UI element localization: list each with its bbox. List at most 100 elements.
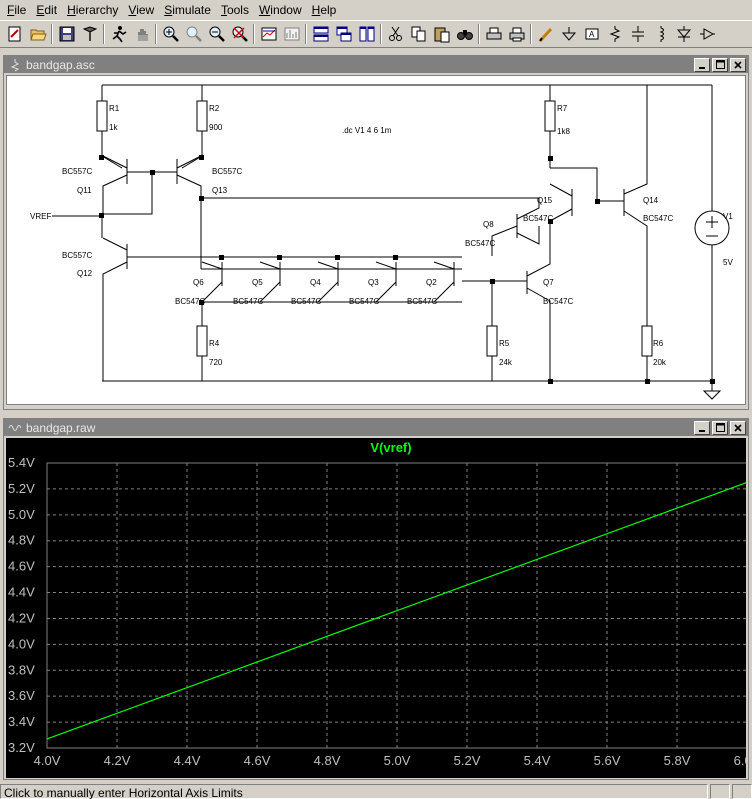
tile-horizontal-icon[interactable] [309, 23, 332, 45]
r5-name: R5 [499, 339, 510, 348]
waveform-plot[interactable]: V(vref) 4.0V 4.2V 4.4V 4.6V 4.8V 5.0V 5.2V 5.4V… [6, 438, 752, 778]
autorange-icon[interactable] [257, 23, 280, 45]
svg-text:A: A [589, 30, 595, 39]
toolbar-separator [253, 24, 255, 44]
menu-bar: File Edit Hierarchy View Simulate Tools … [0, 0, 752, 20]
x-tick-label[interactable]: 4.8V [314, 753, 341, 768]
new-schematic-icon[interactable] [3, 23, 26, 45]
schematic-window: bandgap.asc [3, 55, 749, 410]
trace-title[interactable]: V(vref) [370, 440, 411, 455]
print-setup-icon[interactable] [482, 23, 505, 45]
resistor-icon[interactable] [603, 23, 626, 45]
q6-name: Q6 [193, 278, 204, 287]
waveform-title-bar[interactable]: bandgap.raw [4, 419, 748, 436]
menu-view[interactable]: View [128, 3, 155, 17]
x-tick-label[interactable]: 5.8V [664, 753, 691, 768]
waveform-window: bandgap.raw V(vref) 4.0V 4.2V 4.4V 4.6V 4.8V… [3, 418, 752, 780]
maximize-button[interactable] [712, 420, 728, 435]
y-tick-label[interactable]: 4.0V [8, 636, 35, 651]
run-icon[interactable] [107, 23, 130, 45]
trace-vref[interactable] [46, 481, 748, 740]
r5-value: 24k [499, 358, 513, 367]
status-bar: Click to manually enter Horizontal Axis … [0, 783, 752, 799]
r1-value: 1k [109, 123, 118, 132]
maximize-button[interactable] [712, 57, 728, 72]
y-tick-label[interactable]: 4.4V [8, 585, 35, 600]
paste-icon[interactable] [430, 23, 453, 45]
schematic-title-bar[interactable]: bandgap.asc [4, 56, 748, 73]
minimize-button[interactable] [694, 420, 710, 435]
menu-hierarchy[interactable]: Hierarchy [67, 3, 119, 17]
control-panel-icon[interactable] [78, 23, 101, 45]
toolbar: A [0, 20, 752, 48]
cascade-icon[interactable] [332, 23, 355, 45]
save-icon[interactable] [55, 23, 78, 45]
menu-edit[interactable]: Edit [36, 3, 58, 17]
plot-pane[interactable]: V(vref) 4.0V 4.2V 4.4V 4.6V 4.8V 5.0V 5.2V 5.4V… [6, 438, 752, 778]
y-tick-label[interactable]: 3.2V [8, 740, 35, 755]
zoom-out-icon[interactable] [205, 23, 228, 45]
schematic-canvas[interactable]: R1 1k R2 900 .dc V1 4 6 1m BC557C Q11 BC… [6, 75, 746, 405]
y-tick-label[interactable]: 4.6V [8, 559, 35, 574]
menu-simulate[interactable]: Simulate [164, 3, 211, 17]
toolbar-separator [51, 24, 53, 44]
r2-value: 900 [209, 123, 223, 132]
q14-model: BC547C [643, 214, 673, 223]
q5-model: BC547C [233, 297, 263, 306]
menu-help[interactable]: Help [311, 3, 337, 17]
menu-file[interactable]: File [7, 3, 27, 17]
q2-model: BC547C [407, 297, 437, 306]
diode-icon[interactable] [672, 23, 695, 45]
minimize-button[interactable] [694, 57, 710, 72]
copy-icon[interactable] [407, 23, 430, 45]
q13-name: Q13 [212, 186, 228, 195]
y-tick-label[interactable]: 5.4V [8, 455, 35, 470]
spice-directive[interactable]: .dc V1 4 6 1m [342, 126, 392, 135]
close-button[interactable] [730, 420, 746, 435]
v1-name: V1 [723, 212, 733, 221]
q2-name: Q2 [426, 278, 437, 287]
x-tick-label[interactable]: 5.4V [524, 753, 551, 768]
tile-vertical-icon[interactable] [355, 23, 378, 45]
y-tick-label[interactable]: 5.0V [8, 507, 35, 522]
cut-icon[interactable] [384, 23, 407, 45]
label-net-icon[interactable]: A [580, 23, 603, 45]
q12-name: Q12 [77, 269, 93, 278]
vref-net-label[interactable]: VREF [30, 212, 51, 221]
y-tick-label[interactable]: 5.2V [8, 481, 35, 496]
x-tick-label[interactable]: 5.6V [594, 753, 621, 768]
capacitor-icon[interactable] [626, 23, 649, 45]
zoom-cancel-icon[interactable] [228, 23, 251, 45]
x-tick-label[interactable]: 4.2V [104, 753, 131, 768]
y-tick-label[interactable]: 4.8V [8, 533, 35, 548]
menu-tools[interactable]: Tools [220, 3, 249, 17]
open-icon[interactable] [26, 23, 49, 45]
toolbar-separator [478, 24, 480, 44]
ground-icon[interactable] [557, 23, 580, 45]
menu-window[interactable]: Window [258, 3, 302, 17]
inductor-icon[interactable] [649, 23, 672, 45]
zoom-in-icon[interactable] [159, 23, 182, 45]
toolbar-separator [305, 24, 307, 44]
x-tick-label[interactable]: 5.2V [454, 753, 481, 768]
x-tick-label[interactable]: 4.4V [174, 753, 201, 768]
print-icon[interactable] [505, 23, 528, 45]
y-tick-label[interactable]: 3.8V [8, 662, 35, 677]
close-button[interactable] [730, 57, 746, 72]
q8-model: BC547C [523, 214, 553, 223]
x-tick-label[interactable]: 4.0V [34, 753, 61, 768]
draw-wire-icon[interactable] [534, 23, 557, 45]
status-cell [710, 783, 730, 799]
y-tick-label[interactable]: 4.2V [8, 610, 35, 625]
x-tick-label[interactable]: 5.0V [384, 753, 411, 768]
y-tick-label[interactable]: 3.6V [8, 688, 35, 703]
y-tick-label[interactable]: 3.4V [8, 714, 35, 729]
halt-icon[interactable] [130, 23, 153, 45]
x-tick-label[interactable]: 4.6V [244, 753, 271, 768]
x-tick-label[interactable]: 6.0V [734, 753, 752, 768]
find-icon[interactable] [453, 23, 476, 45]
fft-icon[interactable] [280, 23, 303, 45]
component-icon[interactable] [695, 23, 718, 45]
waveform-doc-icon [8, 421, 22, 435]
zoom-rubber-icon[interactable] [182, 23, 205, 45]
